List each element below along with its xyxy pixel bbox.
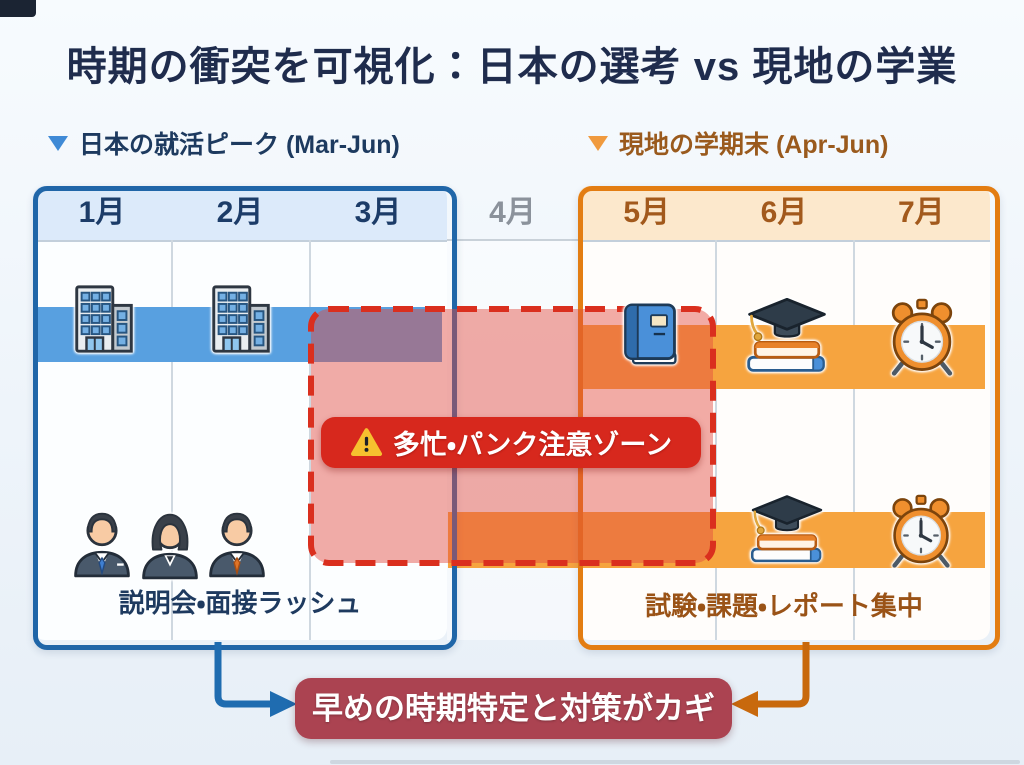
- page-title: 時期の衝突を可視化：日本の選考 vs 現地の学業: [66, 45, 958, 89]
- month-header-jun: 6月: [760, 196, 808, 229]
- down-triangle-icon: [48, 135, 68, 151]
- japan-month-header-row: 1月 2月 3月: [33, 186, 447, 242]
- down-triangle-icon: [588, 135, 608, 151]
- businessman-icon: [69, 504, 135, 578]
- month-header-feb: 2月: [216, 196, 264, 229]
- legend-local-label: 現地の学期末 (Apr-Jun): [619, 131, 889, 159]
- conclusion-banner: 早めの時期特定と対策がカギ: [295, 678, 732, 739]
- corner-artifact: [0, 0, 36, 17]
- japan-caption: 説明会・面接ラッシュ: [118, 588, 362, 618]
- month-header-mar: 3月: [354, 196, 402, 229]
- grid-divider: [171, 240, 173, 640]
- graduation-cap-books-icon: [744, 289, 830, 377]
- businesswoman-icon: [137, 506, 203, 580]
- warning-pill-label: 多忙・パンク注意ゾーン: [392, 430, 673, 460]
- month-header-apr: 4月: [489, 196, 536, 229]
- office-building-icon: [66, 282, 144, 358]
- warning-pill: 多忙・パンク注意ゾーン: [321, 417, 701, 468]
- local-month-header-row: 5月 6月 7月: [578, 186, 990, 242]
- businessman-icon: [204, 504, 270, 578]
- legend-japan-label: 日本の就活ピーク (Mar-Jun): [79, 131, 400, 159]
- month-header-jul: 7月: [897, 196, 945, 229]
- local-caption: 試験・課題・レポート集中: [645, 591, 923, 621]
- bottom-shadow-artifact: [330, 760, 1020, 764]
- graduation-cap-books-icon: [748, 487, 826, 567]
- warning-triangle-icon: [350, 427, 383, 458]
- orange-connector-arrow: [756, 642, 810, 708]
- alarm-clock-icon: [884, 492, 958, 572]
- gap-header-line: [447, 239, 578, 241]
- alarm-clock-icon: [883, 296, 961, 380]
- textbook-icon: [618, 300, 682, 370]
- legend-japan: 日本の就活ピーク (Mar-Jun): [48, 126, 400, 160]
- grid-divider: [853, 240, 855, 640]
- month-header-may: 5月: [623, 196, 670, 229]
- month-header-jan: 1月: [78, 196, 126, 229]
- blue-connector-arrow: [214, 642, 272, 708]
- office-building-icon: [203, 282, 281, 358]
- legend-local: 現地の学期末 (Apr-Jun): [588, 126, 888, 160]
- grid-divider: [715, 240, 717, 640]
